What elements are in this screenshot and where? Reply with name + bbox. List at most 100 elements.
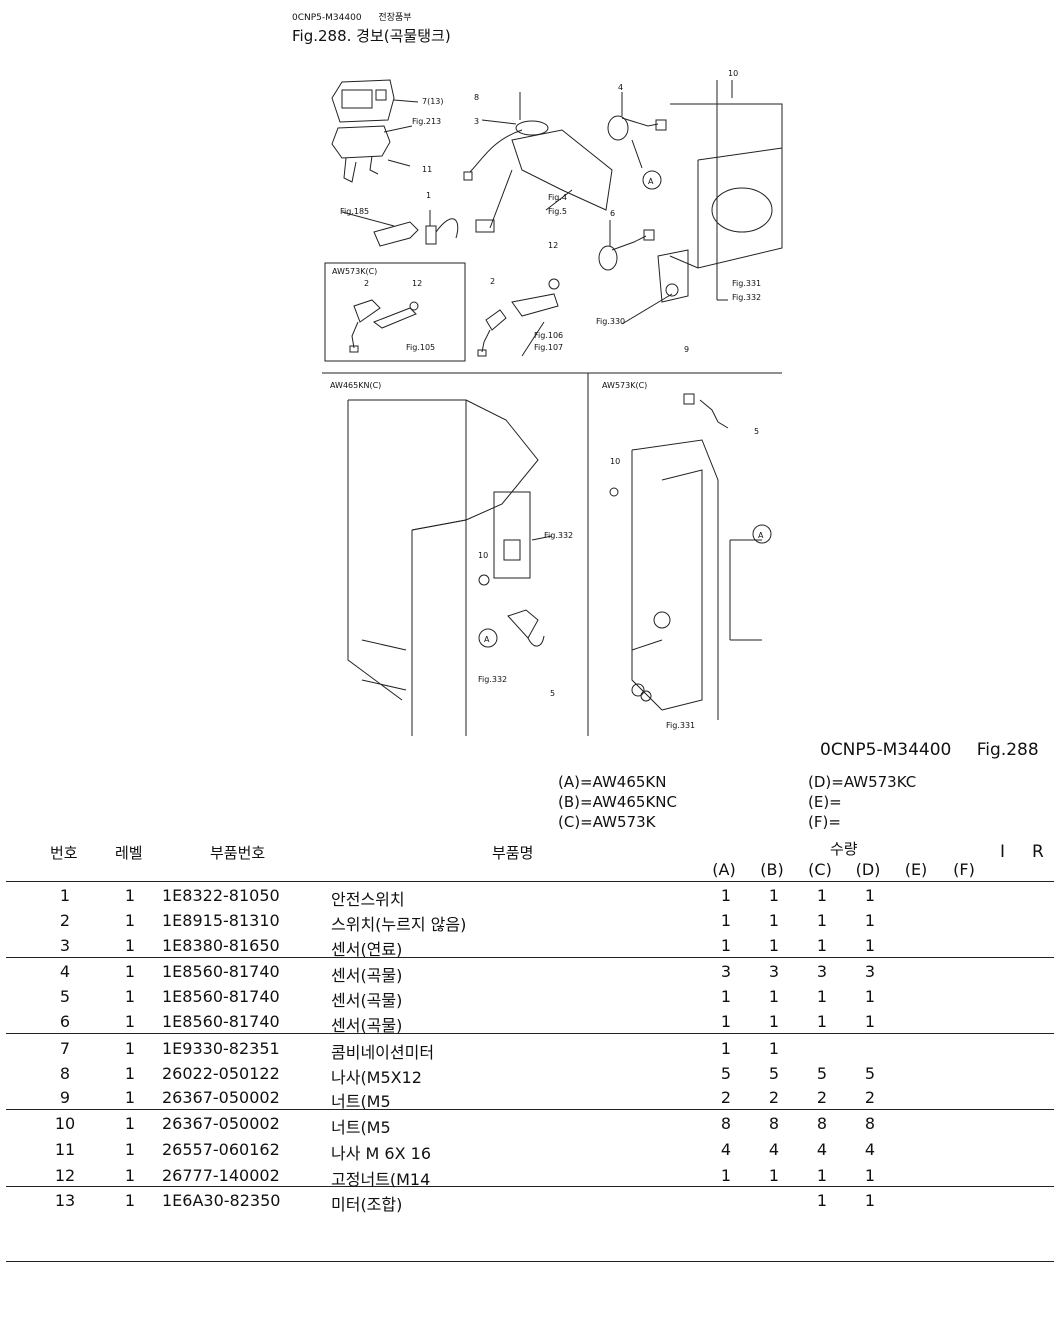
cell-level: 1 <box>124 1039 136 1058</box>
legend-item: (C)=AW573K <box>558 813 656 831</box>
header-level: 레벨 <box>115 844 143 862</box>
grain-sensor-drawing-lower <box>598 220 689 325</box>
figure-title: Fig.288. 경보(곡물탱크) <box>292 27 451 45</box>
cell-qty-d: 5 <box>864 1064 876 1083</box>
label-inset-aw573k: AW573K(C) <box>332 267 377 276</box>
cell-qty-b: 4 <box>768 1140 780 1159</box>
label-fig213: Fig.213 <box>412 117 441 126</box>
header-part-name: 부품명 <box>492 844 534 862</box>
cell-qty-b: 1 <box>768 886 780 905</box>
label-part-10-top: 10 <box>728 69 738 78</box>
fuel-sensor-drawing <box>463 92 613 233</box>
cell-level: 1 <box>124 987 136 1006</box>
safety-switch-drawing <box>341 210 459 247</box>
cell-part-name: 나사(M5X12 <box>331 1068 422 1087</box>
label-fig105: Fig.105 <box>406 343 435 352</box>
cell-no: 13 <box>54 1191 76 1210</box>
cell-part-no: 1E8560-81740 <box>162 987 280 1006</box>
fig-ref-code: 0CNP5-M34400 <box>820 740 952 760</box>
label-fig4: Fig.4 <box>548 193 567 202</box>
cell-qty-b: 1 <box>768 1166 780 1185</box>
cell-part-no: 1E8380-81650 <box>162 936 280 955</box>
cell-no: 3 <box>59 936 71 955</box>
lower-left-frame-drawing <box>347 399 553 736</box>
label-fig106: Fig.106 <box>534 331 563 340</box>
cell-qty-c: 1 <box>816 911 828 930</box>
cell-qty-c: 1 <box>816 1166 828 1185</box>
cell-part-name: 센서(곡물) <box>331 991 403 1010</box>
cell-level: 1 <box>124 962 136 981</box>
cell-qty-c: 4 <box>816 1140 828 1159</box>
cell-qty-b: 1 <box>768 987 780 1006</box>
legend-item: (A)=AW465KN <box>558 773 667 791</box>
cell-qty-b: 2 <box>768 1088 780 1107</box>
label-fig5: Fig.5 <box>548 207 567 216</box>
model-legend-left: (A)=AW465KN (B)=AW465KNC (C)=AW573K <box>558 772 677 832</box>
cell-no: 4 <box>59 962 71 981</box>
cell-qty-a: 3 <box>720 962 732 981</box>
cell-level: 1 <box>124 936 136 955</box>
cell-no: 9 <box>59 1088 71 1107</box>
cell-qty-c: 2 <box>816 1088 828 1107</box>
header-qty-f: (F) <box>953 860 975 879</box>
label-part-7: 7(13) <box>422 97 444 106</box>
cell-part-name: 너트(M5 <box>331 1118 391 1137</box>
parts-diagram: 7(13) Fig.213 11 1 Fig.185 8 3 Fig.4 Fig… <box>322 69 783 736</box>
cell-part-no: 26777-140002 <box>162 1166 280 1185</box>
cell-part-name: 고정너트(M14 <box>331 1170 431 1189</box>
cell-level: 1 <box>124 1114 136 1133</box>
cell-part-name: 센서(연료) <box>331 940 403 959</box>
figure-reference: 0CNP5-M34400 Fig.288 <box>820 740 1039 760</box>
cell-qty-a: 1 <box>720 886 732 905</box>
cell-part-no: 1E8560-81740 <box>162 962 280 981</box>
label-part-6: 6 <box>610 209 615 218</box>
cell-qty-b: 8 <box>768 1114 780 1133</box>
label-fig331: Fig.331 <box>732 279 761 288</box>
cell-qty-a: 1 <box>720 1012 732 1031</box>
table-rule <box>6 1109 1054 1110</box>
model-legend-right: (D)=AW573KC (E)= (F)= <box>808 772 916 832</box>
cell-qty-c: 1 <box>816 886 828 905</box>
cell-qty-d: 1 <box>864 1012 876 1031</box>
lower-right-frame-drawing <box>609 393 762 720</box>
label-part-12: 12 <box>548 241 558 250</box>
cell-no: 2 <box>59 911 71 930</box>
header-part-no: 부품번호 <box>210 844 266 862</box>
cell-part-no: 1E8915-81310 <box>162 911 280 930</box>
label-panel-aw465kn: AW465KN(C) <box>330 381 381 390</box>
cell-qty-c: 3 <box>816 962 828 981</box>
label-fig107: Fig.107 <box>534 343 563 352</box>
cell-qty-d: 1 <box>864 911 876 930</box>
label-fig332-lower: Fig.332 <box>544 531 573 540</box>
cell-level: 1 <box>124 1064 136 1083</box>
callout-a-top <box>642 170 662 190</box>
cell-no: 8 <box>59 1064 71 1083</box>
cell-no: 1 <box>59 886 71 905</box>
cell-qty-a: 1 <box>720 911 732 930</box>
header-qty-b: (B) <box>760 860 784 879</box>
cell-qty-a: 8 <box>720 1114 732 1133</box>
table-rule <box>6 1186 1054 1187</box>
label-part-3: 3 <box>474 117 479 126</box>
cell-qty-c: 1 <box>816 1191 828 1210</box>
cell-part-no: 1E8322-81050 <box>162 886 280 905</box>
cell-level: 1 <box>124 1166 136 1185</box>
table-rule <box>6 1033 1054 1034</box>
document-code: 0CNP5-M34400 전장품부 <box>292 10 412 23</box>
cell-qty-d: 1 <box>864 886 876 905</box>
cell-no: 12 <box>54 1166 76 1185</box>
cell-part-name: 콤비네이션미터 <box>331 1043 435 1062</box>
cell-qty-b: 3 <box>768 962 780 981</box>
cell-qty-b: 5 <box>768 1064 780 1083</box>
fig-ref-number: Fig.288 <box>976 740 1039 760</box>
cell-part-no: 26367-050002 <box>162 1088 280 1107</box>
cell-part-no: 1E8560-81740 <box>162 1012 280 1031</box>
cell-no: 6 <box>59 1012 71 1031</box>
label-fig331-lower: Fig.331 <box>666 721 695 730</box>
grain-sensor-drawing-upper <box>607 92 667 169</box>
cell-qty-a: 1 <box>720 936 732 955</box>
legend-item: (D)=AW573KC <box>808 773 917 791</box>
